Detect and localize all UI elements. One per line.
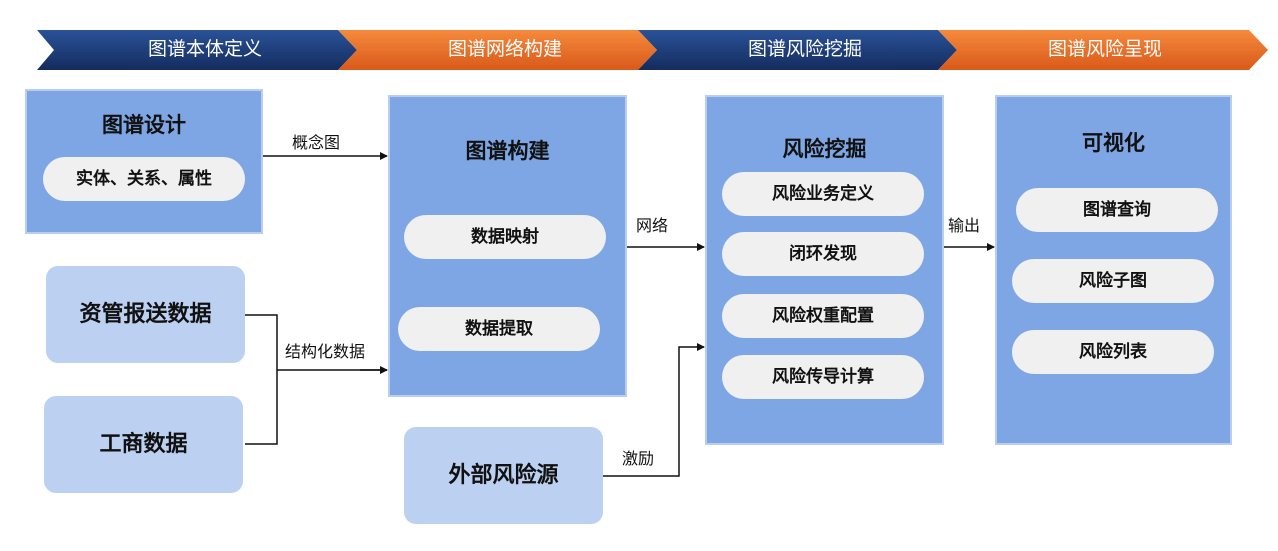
build-item-data-extraction: 数据提取 [398,307,600,351]
stage-label-3: 图谱风险挖掘 [747,38,862,60]
visual-item-risk-list: 风险列表 [1012,330,1214,374]
build-panel: 图谱构建 数据映射 数据提取 [388,95,627,397]
stage-label-2: 图谱网络构建 [447,38,562,60]
edge-structured [245,314,387,445]
edge-label-concept: 概念图 [292,133,341,152]
design-panel: 图谱设计 实体、关系、属性 [25,89,263,234]
mining-item-risk-propagation-calc: 风险传导计算 [722,355,924,399]
edge-incentive [603,343,705,477]
stage-chevron-4 [938,30,1268,70]
source-business-registry-data: 工商数据 [44,396,243,493]
edge-label-incentive: 激励 [622,449,655,468]
build-item-data-mapping: 数据映射 [404,215,606,259]
edge-label-network: 网络 [636,216,669,235]
edge-label-output: 输出 [948,216,981,235]
stage-chevron-1 [37,30,357,70]
mining-title: 风险挖掘 [782,137,867,161]
source-asset-report-data: 资管报送数据 [46,266,245,363]
mining-panel: 风险挖掘 风险业务定义 闭环发现 风险权重配置 风险传导计算 [705,95,944,445]
external-risk-source: 外部风险源 [404,427,603,524]
visual-panel: 可视化 图谱查询 风险子图 风险列表 [995,95,1232,445]
visual-item-risk-subgraph: 风险子图 [1012,259,1214,303]
stage-chevron-2 [338,30,657,70]
visual-item-graph-query: 图谱查询 [1016,188,1218,232]
mining-item-risk-weight-config: 风险权重配置 [722,294,924,338]
edge-label-structured: 结构化数据 [285,342,366,361]
mining-item-loop-detection: 闭环发现 [722,232,924,276]
stage-label-1: 图谱本体定义 [147,38,262,60]
mining-item-risk-business-def: 风险业务定义 [722,172,924,216]
build-title: 图谱构建 [465,139,550,163]
stage-chevron-3 [638,30,957,70]
design-title: 图谱设计 [102,113,186,137]
visual-title: 可视化 [1082,131,1145,155]
stage-label-4: 图谱风险呈现 [1047,38,1162,60]
design-item-entity-relation-attr: 实体、关系、属性 [43,157,245,201]
